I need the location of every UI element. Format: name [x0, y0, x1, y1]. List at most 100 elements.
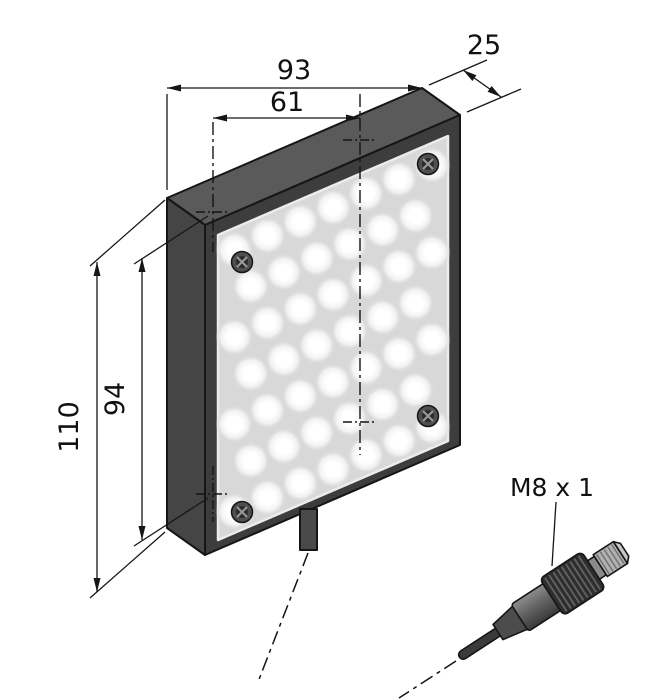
dim-25-label: 25 [467, 30, 501, 61]
led [379, 247, 418, 286]
texture-line [603, 549, 618, 570]
led [314, 188, 353, 227]
texture-line [569, 560, 593, 596]
led [264, 253, 303, 292]
housing-left-face [166, 197, 206, 556]
led [215, 317, 254, 356]
arrowhead-icon [408, 84, 422, 92]
led [314, 362, 353, 401]
screw-top-left [230, 250, 254, 274]
led [248, 391, 287, 430]
led [330, 399, 369, 438]
arrowhead-icon [93, 262, 101, 276]
arrowhead-icon [167, 84, 181, 92]
led [281, 377, 320, 415]
led [281, 202, 320, 241]
texture-line [595, 553, 610, 574]
led [363, 210, 402, 249]
led [330, 312, 369, 351]
texture-line [565, 563, 589, 599]
arrowhead-icon [213, 114, 227, 122]
led [264, 340, 303, 379]
texture-line [556, 569, 581, 604]
led [347, 174, 385, 213]
center-lines [196, 94, 377, 522]
texture-line [548, 574, 572, 609]
led [264, 427, 303, 466]
texture-line [560, 566, 585, 601]
screw-bottom-right [416, 404, 440, 428]
dim-93-label: 93 [277, 55, 311, 86]
dim-61-label: 61 [270, 87, 304, 118]
led [231, 354, 270, 393]
led [396, 284, 435, 322]
led [314, 450, 353, 489]
led [231, 267, 270, 306]
ext-line-25-back [428, 59, 488, 86]
led [314, 275, 353, 314]
screw-slot-icon [422, 158, 434, 170]
arrowhead-icon [138, 526, 146, 540]
screw-slot-icon [422, 410, 434, 422]
led [412, 233, 451, 272]
knurl-texture [544, 555, 602, 612]
ext-line-94-bottom [133, 497, 209, 547]
led [347, 261, 385, 300]
dim-94-label: 94 [100, 382, 131, 416]
arrowhead-icon [93, 578, 101, 592]
connector-tip [612, 540, 630, 565]
cable-centerline-top [257, 552, 309, 683]
screw-top-right [416, 152, 440, 176]
led [248, 478, 287, 517]
arrowhead-icon [138, 258, 146, 272]
device [166, 87, 461, 556]
m8-leader-line [551, 501, 557, 567]
texture-line [573, 558, 597, 593]
dimension-arrows [93, 70, 501, 592]
led [281, 289, 320, 328]
led [231, 441, 270, 480]
led [297, 239, 336, 278]
led [363, 298, 402, 337]
texture-line [607, 546, 621, 567]
led [297, 326, 336, 365]
led [297, 413, 336, 452]
led [396, 196, 435, 235]
texture-line [611, 544, 625, 565]
arrowhead-icon [487, 86, 501, 97]
led [379, 160, 418, 199]
led [379, 334, 418, 373]
arrowhead-icon [463, 70, 477, 81]
led [396, 371, 435, 410]
led [363, 385, 402, 424]
connector-label: M8 x 1 [510, 473, 594, 502]
ext-line-94-top [133, 215, 209, 265]
cable-centerline-bottom [398, 660, 457, 699]
thread-texture [595, 544, 625, 574]
led [215, 405, 254, 444]
ext-line-110-bottom [89, 531, 166, 599]
led [248, 303, 287, 342]
dimension-labels: 93 61 25 110 94 M8 x 1 [54, 30, 594, 502]
led [330, 225, 369, 263]
led [379, 421, 418, 460]
cable-stub [299, 508, 318, 551]
dim-110-label: 110 [54, 401, 85, 453]
texture-line [599, 551, 614, 572]
led-array [215, 146, 451, 531]
texture-line [544, 577, 568, 612]
arrowhead-icon [346, 114, 360, 122]
led [248, 216, 287, 255]
led [347, 348, 385, 387]
ext-line-25-front [466, 88, 522, 113]
m8-connector [457, 540, 630, 660]
texture-line [552, 571, 576, 607]
ext-line-110-top [89, 199, 166, 267]
led [281, 464, 320, 503]
led [412, 320, 451, 359]
led [347, 436, 385, 474]
dimension-lines [89, 59, 522, 599]
screw-slot-icon [236, 506, 248, 518]
screw-bottom-left [230, 500, 254, 524]
